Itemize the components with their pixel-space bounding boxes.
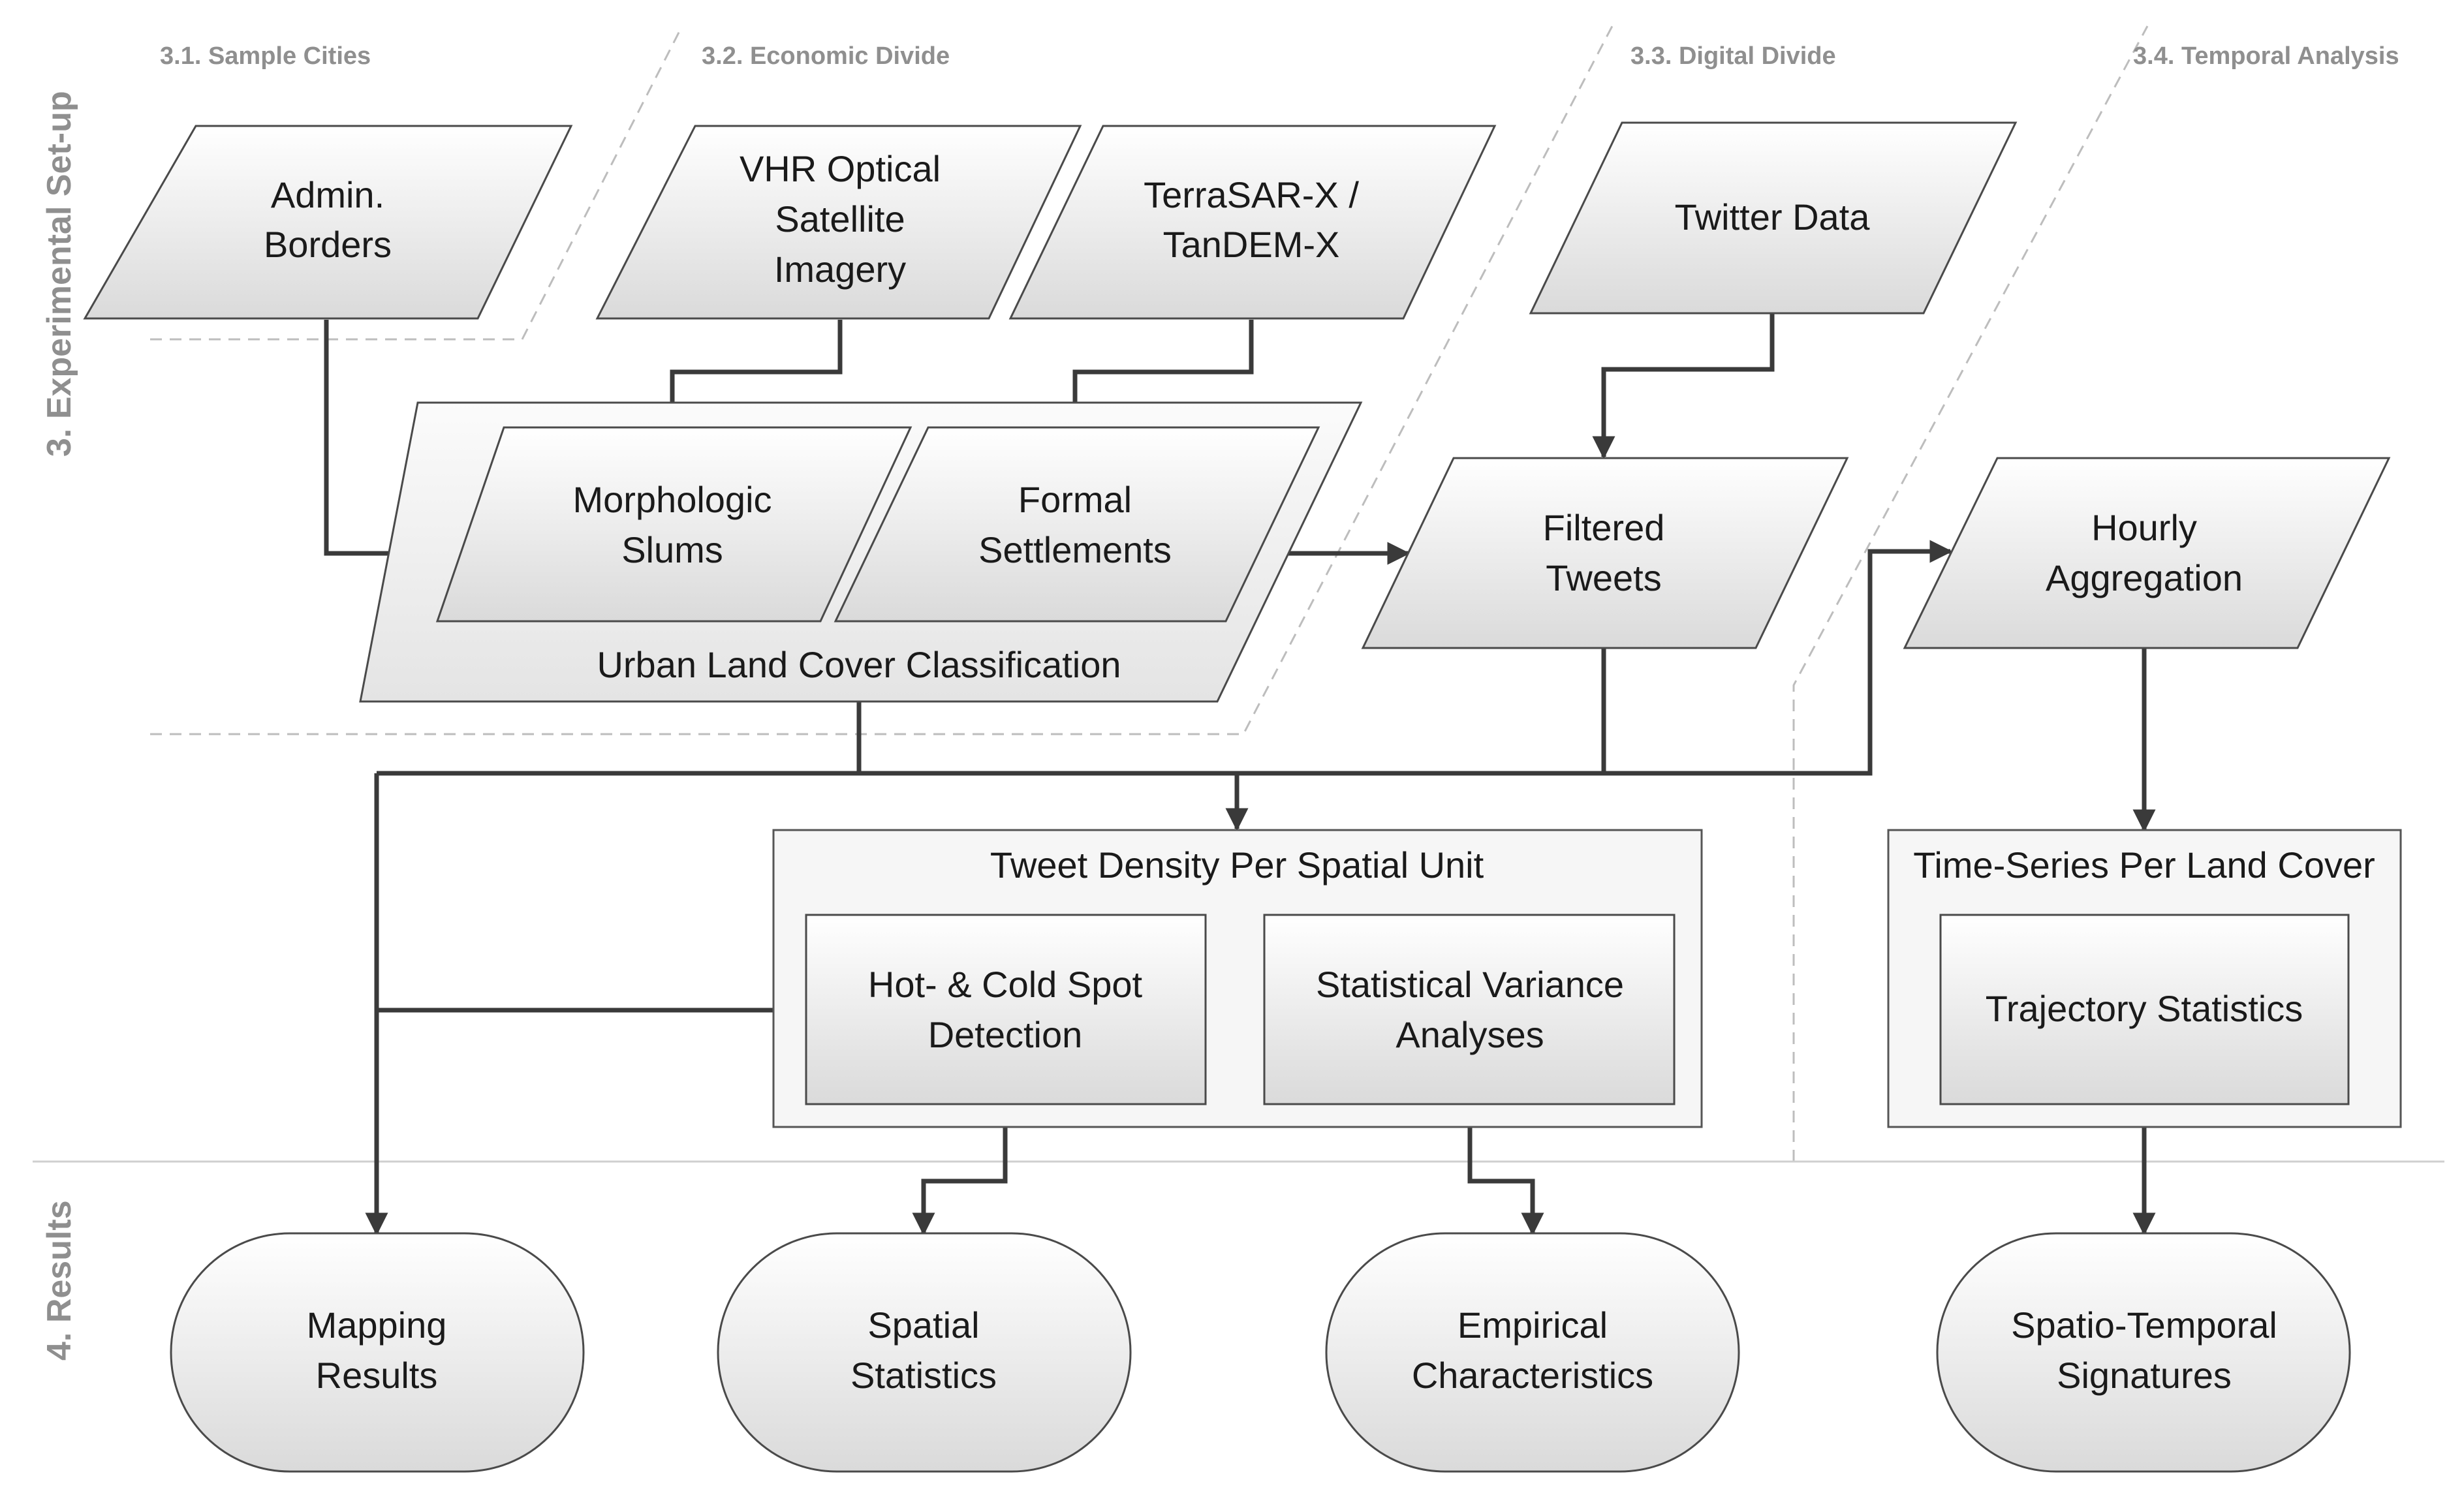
morphologic-slums-line2: Slums (621, 529, 723, 570)
result-mapping-results: Mapping Results (170, 1232, 585, 1473)
input-twitter-data: Twitter Data (1529, 121, 2018, 315)
tweet-density-label: Tweet Density Per Spatial Unit (990, 844, 1484, 886)
admin-borders-line1: Admin. (271, 174, 384, 215)
result-spatio-temporal-signatures: Spatio-Temporal Signatures (1936, 1232, 2351, 1473)
urban-land-cover-label: Urban Land Cover Classification (597, 644, 1121, 685)
time-series-per-land-cover: Time-Series Per Land Cover Trajectory St… (1887, 829, 2402, 1128)
hot-cold-spot-line1: Hot- & Cold Spot (868, 964, 1143, 1005)
separator-economic-digital (150, 25, 1614, 735)
separator-digital-temporal (1792, 25, 2149, 1162)
admin-borders-line2: Borders (264, 224, 392, 265)
separator-cities-economic (150, 25, 683, 341)
arrow-bus-to-hourly (1604, 540, 1953, 776)
spatial-statistics-line2: Statistics (850, 1355, 997, 1396)
section-label-sample-cities: 3.1. Sample Cities (160, 42, 371, 70)
urban-land-cover-classification: Urban Land Cover Classification Morpholo… (359, 401, 1363, 703)
connectors (324, 313, 2156, 1236)
morphologic-slums-line1: Morphologic (572, 479, 772, 520)
hourly-aggregation-line1: Hourly (2091, 507, 2197, 548)
filtered-tweets: Filtered Tweets (1361, 457, 1849, 649)
hot-cold-spot-detection: Hot- & Cold Spot Detection (805, 914, 1207, 1105)
hourly-aggregation-line2: Aggregation (2046, 557, 2243, 598)
result-empirical-characteristics: Empirical Characteristics (1325, 1232, 1740, 1473)
input-vhr-imagery: VHR Optical Satellite Imagery (595, 125, 1082, 320)
spatio-temporal-line2: Signatures (2057, 1355, 2232, 1396)
section-label-temporal-analysis: 3.4. Temporal Analysis (2133, 42, 2399, 70)
terrasar-line1: TerraSAR-X / (1144, 174, 1359, 215)
input-admin-borders: Admin. Borders (83, 125, 573, 320)
section-label-economic-divide: 3.2. Economic Divide (702, 42, 950, 70)
section-label-digital-divide: 3.3. Digital Divide (1630, 42, 1836, 70)
arrow-hotcold-to-spatial (912, 1104, 1008, 1236)
arrow-twitter-to-filtered (1592, 313, 1775, 459)
terrasar-line2: TanDEM-X (1163, 224, 1340, 265)
spatio-temporal-line1: Spatio-Temporal (2011, 1304, 2277, 1346)
formal-settlements: Formal Settlements (834, 426, 1320, 623)
vhr-imagery-line3: Imagery (774, 249, 906, 290)
mapping-results-line2: Results (316, 1355, 438, 1396)
spatial-statistics-line1: Spatial (867, 1304, 979, 1346)
mapping-results-line1: Mapping (307, 1304, 447, 1346)
formal-settlements-line1: Formal (1018, 479, 1132, 520)
filtered-tweets-line2: Tweets (1546, 557, 1661, 598)
part-label-setup: 3. Experimental Set-up (40, 91, 78, 457)
twitter-data-label: Twitter Data (1675, 196, 1871, 238)
input-terrasar: TerraSAR-X / TanDEM-X (1008, 125, 1497, 320)
arrow-variance-to-empirical (1467, 1104, 1544, 1236)
time-series-label: Time-Series Per Land Cover (1913, 844, 2375, 886)
arrow-vhr-to-slums (661, 320, 843, 428)
section-separators (33, 25, 2444, 1163)
vhr-imagery-line2: Satellite (775, 198, 905, 239)
part-label-results: 4. Results (40, 1200, 78, 1361)
statistical-variance-line2: Analyses (1396, 1014, 1544, 1055)
morphologic-slums: Morphologic Slums (435, 426, 912, 623)
filtered-tweets-line1: Filtered (1543, 507, 1665, 548)
formal-settlements-line2: Settlements (978, 529, 1172, 570)
hourly-aggregation: Hourly Aggregation (1903, 457, 2391, 649)
arrow-terrasar-to-formal (1063, 320, 1254, 428)
empirical-characteristics-line2: Characteristics (1412, 1355, 1653, 1396)
statistical-variance-analyses: Statistical Variance Analyses (1263, 914, 1676, 1105)
trajectory-statistics-label: Trajectory Statistics (1986, 988, 2303, 1029)
statistical-variance-line1: Statistical Variance (1316, 964, 1624, 1005)
trajectory-statistics: Trajectory Statistics (1939, 914, 2350, 1105)
hot-cold-spot-line2: Detection (928, 1014, 1083, 1055)
result-spatial-statistics: Spatial Statistics (717, 1232, 1132, 1473)
empirical-characteristics-line1: Empirical (1458, 1304, 1608, 1346)
tweet-density-per-spatial-unit: Tweet Density Per Spatial Unit Hot- & Co… (772, 829, 1703, 1128)
vhr-imagery-line1: VHR Optical (740, 148, 941, 189)
